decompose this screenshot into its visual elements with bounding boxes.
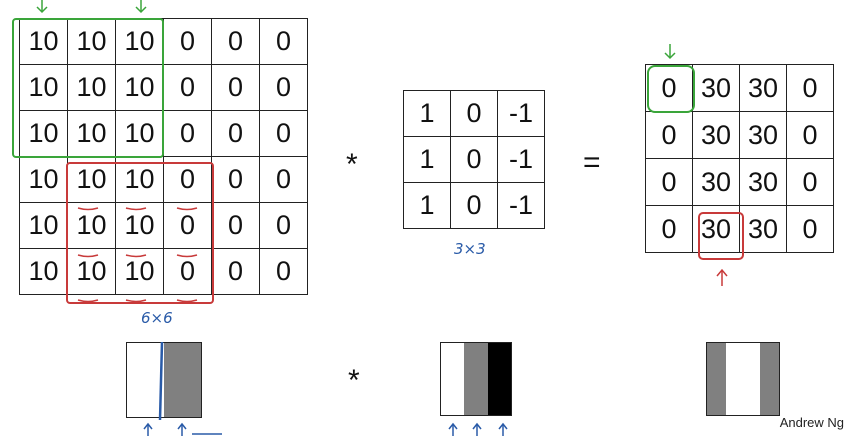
matrix-cell: 0	[645, 205, 693, 253]
output-red-highlight	[698, 212, 744, 260]
matrix-cell: 1	[403, 90, 451, 137]
matrix-cell: 10	[115, 64, 164, 111]
matrix-row: 1 0 -1	[403, 90, 545, 137]
matrix-cell: -1	[497, 90, 545, 137]
green-arrow-icon	[664, 44, 676, 60]
matrix-cell: 30	[739, 64, 787, 112]
matrix-cell: 30	[739, 111, 787, 159]
matrix-cell: 0	[786, 64, 834, 112]
matrix-cell: 0	[259, 202, 308, 249]
matrix-cell: 10	[19, 110, 68, 157]
output-matrix: 0 30 30 0 0 30 30 0 0 30 30 0 0 30 30 0	[645, 64, 834, 253]
strip-gray	[759, 343, 779, 415]
input-image-strip	[126, 342, 202, 418]
matrix-cell: 10	[19, 202, 68, 249]
strip-black	[487, 343, 511, 415]
strip-white	[726, 343, 760, 415]
output-image-strip	[706, 342, 780, 416]
equals-operator: =	[583, 146, 601, 179]
matrix-cell: 0	[259, 18, 308, 65]
author-credit: Andrew Ng	[779, 415, 844, 430]
matrix-cell: 0	[259, 156, 308, 203]
red-arrow-icon	[716, 268, 728, 286]
convolve-operator: *	[346, 148, 358, 181]
matrix-cell: 10	[19, 248, 68, 295]
matrix-cell: 0	[786, 205, 834, 253]
matrix-cell: 10	[67, 18, 116, 65]
matrix-cell: 0	[163, 64, 212, 111]
matrix-cell: 0	[211, 202, 260, 249]
matrix-cell: -1	[497, 136, 545, 183]
input-size-label: 6×6	[141, 309, 173, 327]
filter-matrix: 1 0 -1 1 0 -1 1 0 -1	[403, 90, 545, 229]
matrix-row: 1 0 -1	[403, 182, 545, 229]
matrix-row: 10 10 10 0 0 0	[19, 202, 308, 249]
green-arrow-icon	[36, 0, 48, 14]
matrix-cell: 10	[19, 18, 68, 65]
matrix-row: 10 10 10 0 0 0	[19, 64, 308, 111]
output-green-highlight	[647, 65, 695, 113]
strip-gray	[464, 343, 488, 415]
filter-image-strip	[440, 342, 512, 416]
strip-gray	[707, 343, 727, 415]
matrix-cell: 10	[67, 110, 116, 157]
matrix-cell: 1	[403, 136, 451, 183]
matrix-cell: 10	[115, 110, 164, 157]
matrix-cell: 0	[450, 136, 498, 183]
matrix-cell: 0	[645, 158, 693, 206]
matrix-cell: 30	[692, 158, 740, 206]
matrix-cell: 0	[786, 111, 834, 159]
strip-white	[127, 343, 164, 417]
convolve-operator-bottom: *	[348, 364, 360, 397]
red-window-highlight	[66, 162, 214, 304]
matrix-row: 1 0 -1	[403, 136, 545, 183]
red-underline-marks	[77, 207, 198, 303]
blue-arrow-icon	[448, 422, 508, 436]
matrix-row: 0 30 30 0	[645, 111, 834, 159]
green-window-highlight	[12, 18, 164, 158]
matrix-cell: -1	[497, 182, 545, 229]
matrix-cell: 10	[115, 18, 164, 65]
matrix-cell: 1	[403, 182, 451, 229]
edge-line-icon	[158, 341, 164, 421]
filter-size-label: 3×3	[454, 240, 486, 258]
green-arrow-icon	[135, 0, 147, 14]
matrix-cell: 0	[259, 64, 308, 111]
matrix-cell: 30	[739, 205, 787, 253]
matrix-cell: 10	[19, 156, 68, 203]
matrix-cell: 0	[259, 110, 308, 157]
matrix-row: 0 30 30 0	[645, 158, 834, 206]
matrix-cell: 10	[67, 64, 116, 111]
matrix-cell: 0	[211, 64, 260, 111]
matrix-cell: 0	[259, 248, 308, 295]
blue-arrow-icon	[143, 422, 222, 436]
strip-white	[441, 343, 465, 415]
matrix-row: 10 10 10 0 0 0	[19, 110, 308, 157]
strip-gray	[164, 343, 201, 417]
matrix-cell: 30	[692, 111, 740, 159]
matrix-cell: 0	[645, 111, 693, 159]
